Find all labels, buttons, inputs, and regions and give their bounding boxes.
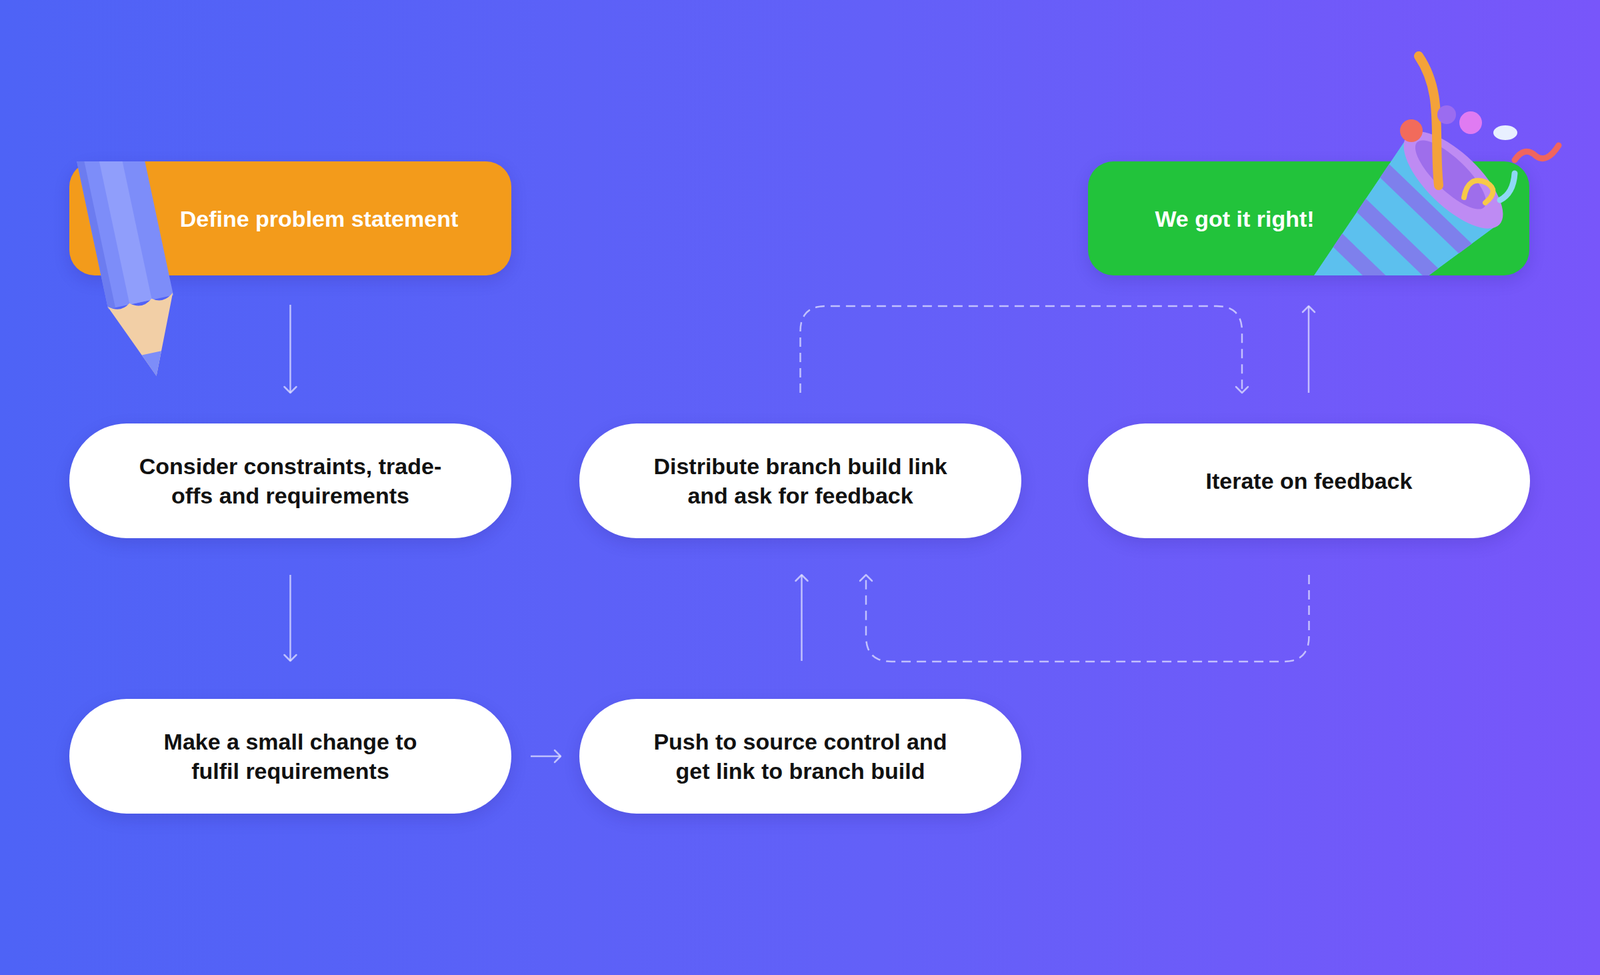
- process-pill: Distribute branch build link and ask for…: [579, 423, 1022, 538]
- party-popper-illustration: [1297, 56, 1559, 276]
- process-pill: Make a small change to fulfil requiremen…: [69, 698, 512, 814]
- node-label: Consider constraints, trade-offs and req…: [132, 451, 449, 510]
- streamer: [1418, 56, 1439, 186]
- confetti: [1459, 111, 1482, 134]
- pencil-body: [73, 161, 174, 310]
- feedback-loop-arrow: [800, 306, 1243, 393]
- flow-arrow: [1308, 306, 1310, 393]
- flow-arrow: [800, 574, 803, 661]
- start-box: Define problem statement: [69, 161, 512, 276]
- pencil-wood: [107, 292, 189, 383]
- confetti: [1437, 105, 1456, 124]
- popper-stripe: [1353, 140, 1498, 276]
- confetti: [1500, 173, 1515, 200]
- confetti: [1493, 125, 1518, 140]
- confetti: [1400, 119, 1423, 142]
- node-label: We got it right!: [1154, 204, 1314, 234]
- popper-stripe: [1297, 201, 1442, 276]
- flow-arrow: [530, 755, 561, 758]
- popper-opening: [1388, 116, 1518, 244]
- popper-inside: [1406, 130, 1496, 219]
- pencil-ridge: [94, 161, 152, 305]
- node-label: Iterate on feedback: [1206, 466, 1413, 496]
- node-label: Define problem statement: [180, 204, 459, 234]
- process-pill: Consider constraints, trade-offs and req…: [69, 423, 512, 538]
- pencil-lead: [142, 350, 167, 378]
- pencil-illustration: [73, 161, 190, 383]
- popper-cone: [1305, 136, 1499, 276]
- pencil-shade: [73, 161, 116, 310]
- process-pill: Push to source control and get link to b…: [579, 698, 1022, 814]
- streamer: [1464, 180, 1494, 203]
- feedback-loop-arrow: [866, 574, 1310, 662]
- popper-stripe: [1325, 170, 1470, 276]
- node-label: Distribute branch build link and ask for…: [644, 451, 958, 510]
- confetti: [1514, 145, 1559, 160]
- end-box: We got it right!: [1088, 161, 1530, 276]
- flow-arrow: [289, 574, 292, 661]
- flow-arrow: [289, 304, 292, 393]
- node-label: Make a small change to fulfil requiremen…: [150, 726, 431, 786]
- node-label: Push to source control and get link to b…: [644, 726, 958, 786]
- process-pill: Iterate on feedback: [1088, 423, 1530, 538]
